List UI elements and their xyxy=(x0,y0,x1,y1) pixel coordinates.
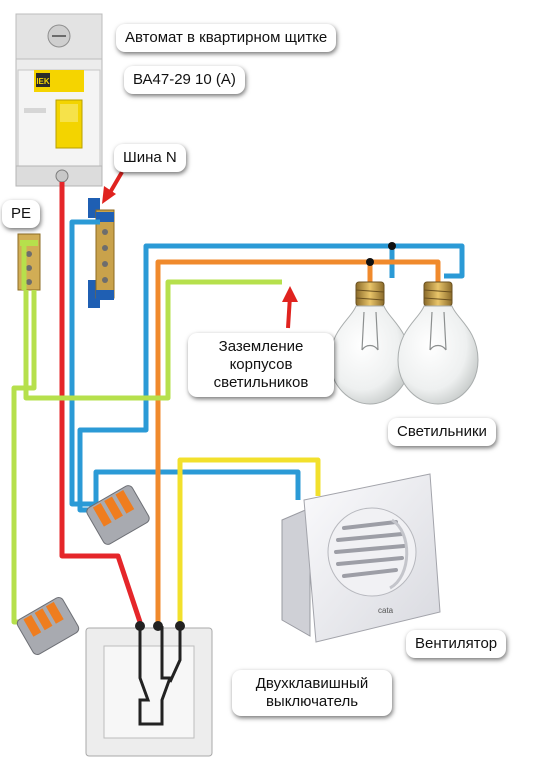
switch-label: Двухклавишный выключатель xyxy=(232,670,392,716)
light-bulb-left xyxy=(329,281,411,405)
wire-connector-upper xyxy=(86,485,150,545)
breaker-logo-icon xyxy=(36,73,50,87)
lamp-grounding-line-1: Заземление xyxy=(218,338,304,355)
lamp-line-1-wire xyxy=(155,259,441,622)
light-bulb-right xyxy=(397,281,479,405)
lamp-grounding-line-3: светильников xyxy=(213,374,309,391)
switch-label-line-1: Двухклавишный xyxy=(255,675,369,692)
neutral-bus-label: Шина N xyxy=(114,144,186,172)
exhaust-fan: cata xyxy=(281,473,441,643)
fan-brand: cata xyxy=(378,606,394,615)
wire-connector-lower xyxy=(16,597,80,655)
double-switch xyxy=(85,621,213,757)
pe-bus-label: PE xyxy=(2,200,41,228)
lamp-grounding-label: Заземление корпусов светильников xyxy=(188,333,334,397)
switch-label-line-2: выключатель xyxy=(265,693,359,710)
lamp-grounding-line-2: корпусов xyxy=(229,356,293,373)
pointer-arrow-neutral-bus xyxy=(102,170,124,204)
circuit-breaker: IEK xyxy=(15,13,103,187)
neutral-junction xyxy=(388,242,396,250)
lamp-line-2-wire xyxy=(177,457,321,622)
phase-wire xyxy=(59,182,143,623)
breaker-model-label: ВА47-29 10 (А) xyxy=(124,66,245,94)
neutral-bus xyxy=(88,198,115,308)
pe-bus xyxy=(17,233,41,291)
ground-wire-to-lamps xyxy=(23,279,282,401)
wires xyxy=(11,182,465,625)
neutral-wire-bus-to-connector xyxy=(69,219,100,507)
lamp-line-junction xyxy=(366,258,374,266)
lamps-label: Светильники xyxy=(388,418,496,446)
breaker-brand: IEK xyxy=(36,77,50,86)
fan-label: Вентилятор xyxy=(406,630,507,658)
pointer-arrow-grounding xyxy=(282,286,298,329)
neutral-wire-to-lamps xyxy=(77,243,465,513)
breaker-title-label: Автомат в квартирном щитке xyxy=(116,24,337,52)
